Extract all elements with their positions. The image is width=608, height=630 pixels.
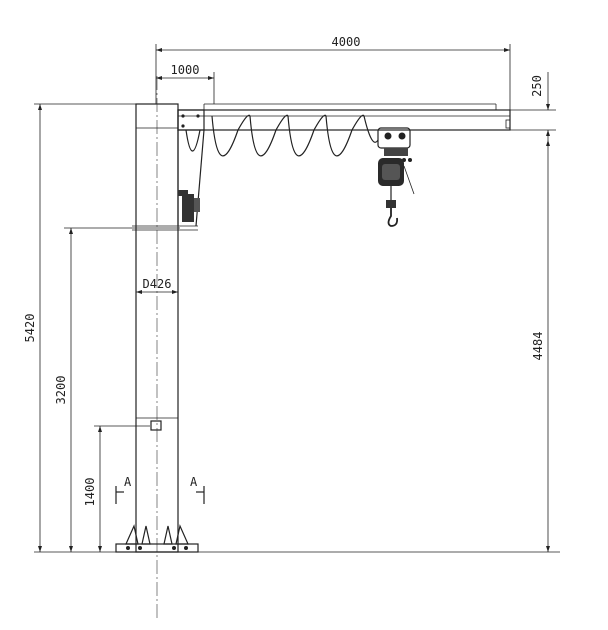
boom-height-label: 250 — [530, 75, 544, 97]
door-plate — [150, 420, 162, 431]
dimension-door-height: 1400 — [83, 425, 150, 552]
base — [115, 524, 199, 553]
total-height-label: 5420 — [23, 314, 37, 343]
section-mark-left: A — [124, 475, 132, 489]
dimension-ground-to-joint: 3200 — [54, 227, 180, 552]
dimension-boom-offset: 1000 — [156, 63, 215, 104]
hoist-trolley — [377, 127, 412, 162]
boom — [177, 103, 511, 131]
dimension-under-boom-height: 4484 — [531, 140, 550, 552]
hook-block — [386, 186, 399, 227]
dimension-boom-height: 250 — [510, 72, 556, 140]
column — [132, 103, 198, 553]
section-mark-right: A — [190, 475, 198, 489]
ground-to-joint-label: 3200 — [54, 376, 68, 405]
festoon-cable — [185, 114, 379, 157]
section-marker-left: A — [115, 475, 132, 504]
dimension-span: 4000 — [155, 35, 511, 128]
slewing-motor — [178, 190, 200, 222]
dimension-total-height: 5420 — [23, 103, 140, 552]
door-height-label: 1400 — [83, 478, 97, 507]
hoist-body — [378, 158, 415, 195]
span-label: 4000 — [332, 35, 361, 49]
under-boom-height-label: 4484 — [531, 332, 545, 361]
boom-offset-label: 1000 — [171, 63, 200, 77]
section-marker-right: A — [190, 475, 205, 504]
